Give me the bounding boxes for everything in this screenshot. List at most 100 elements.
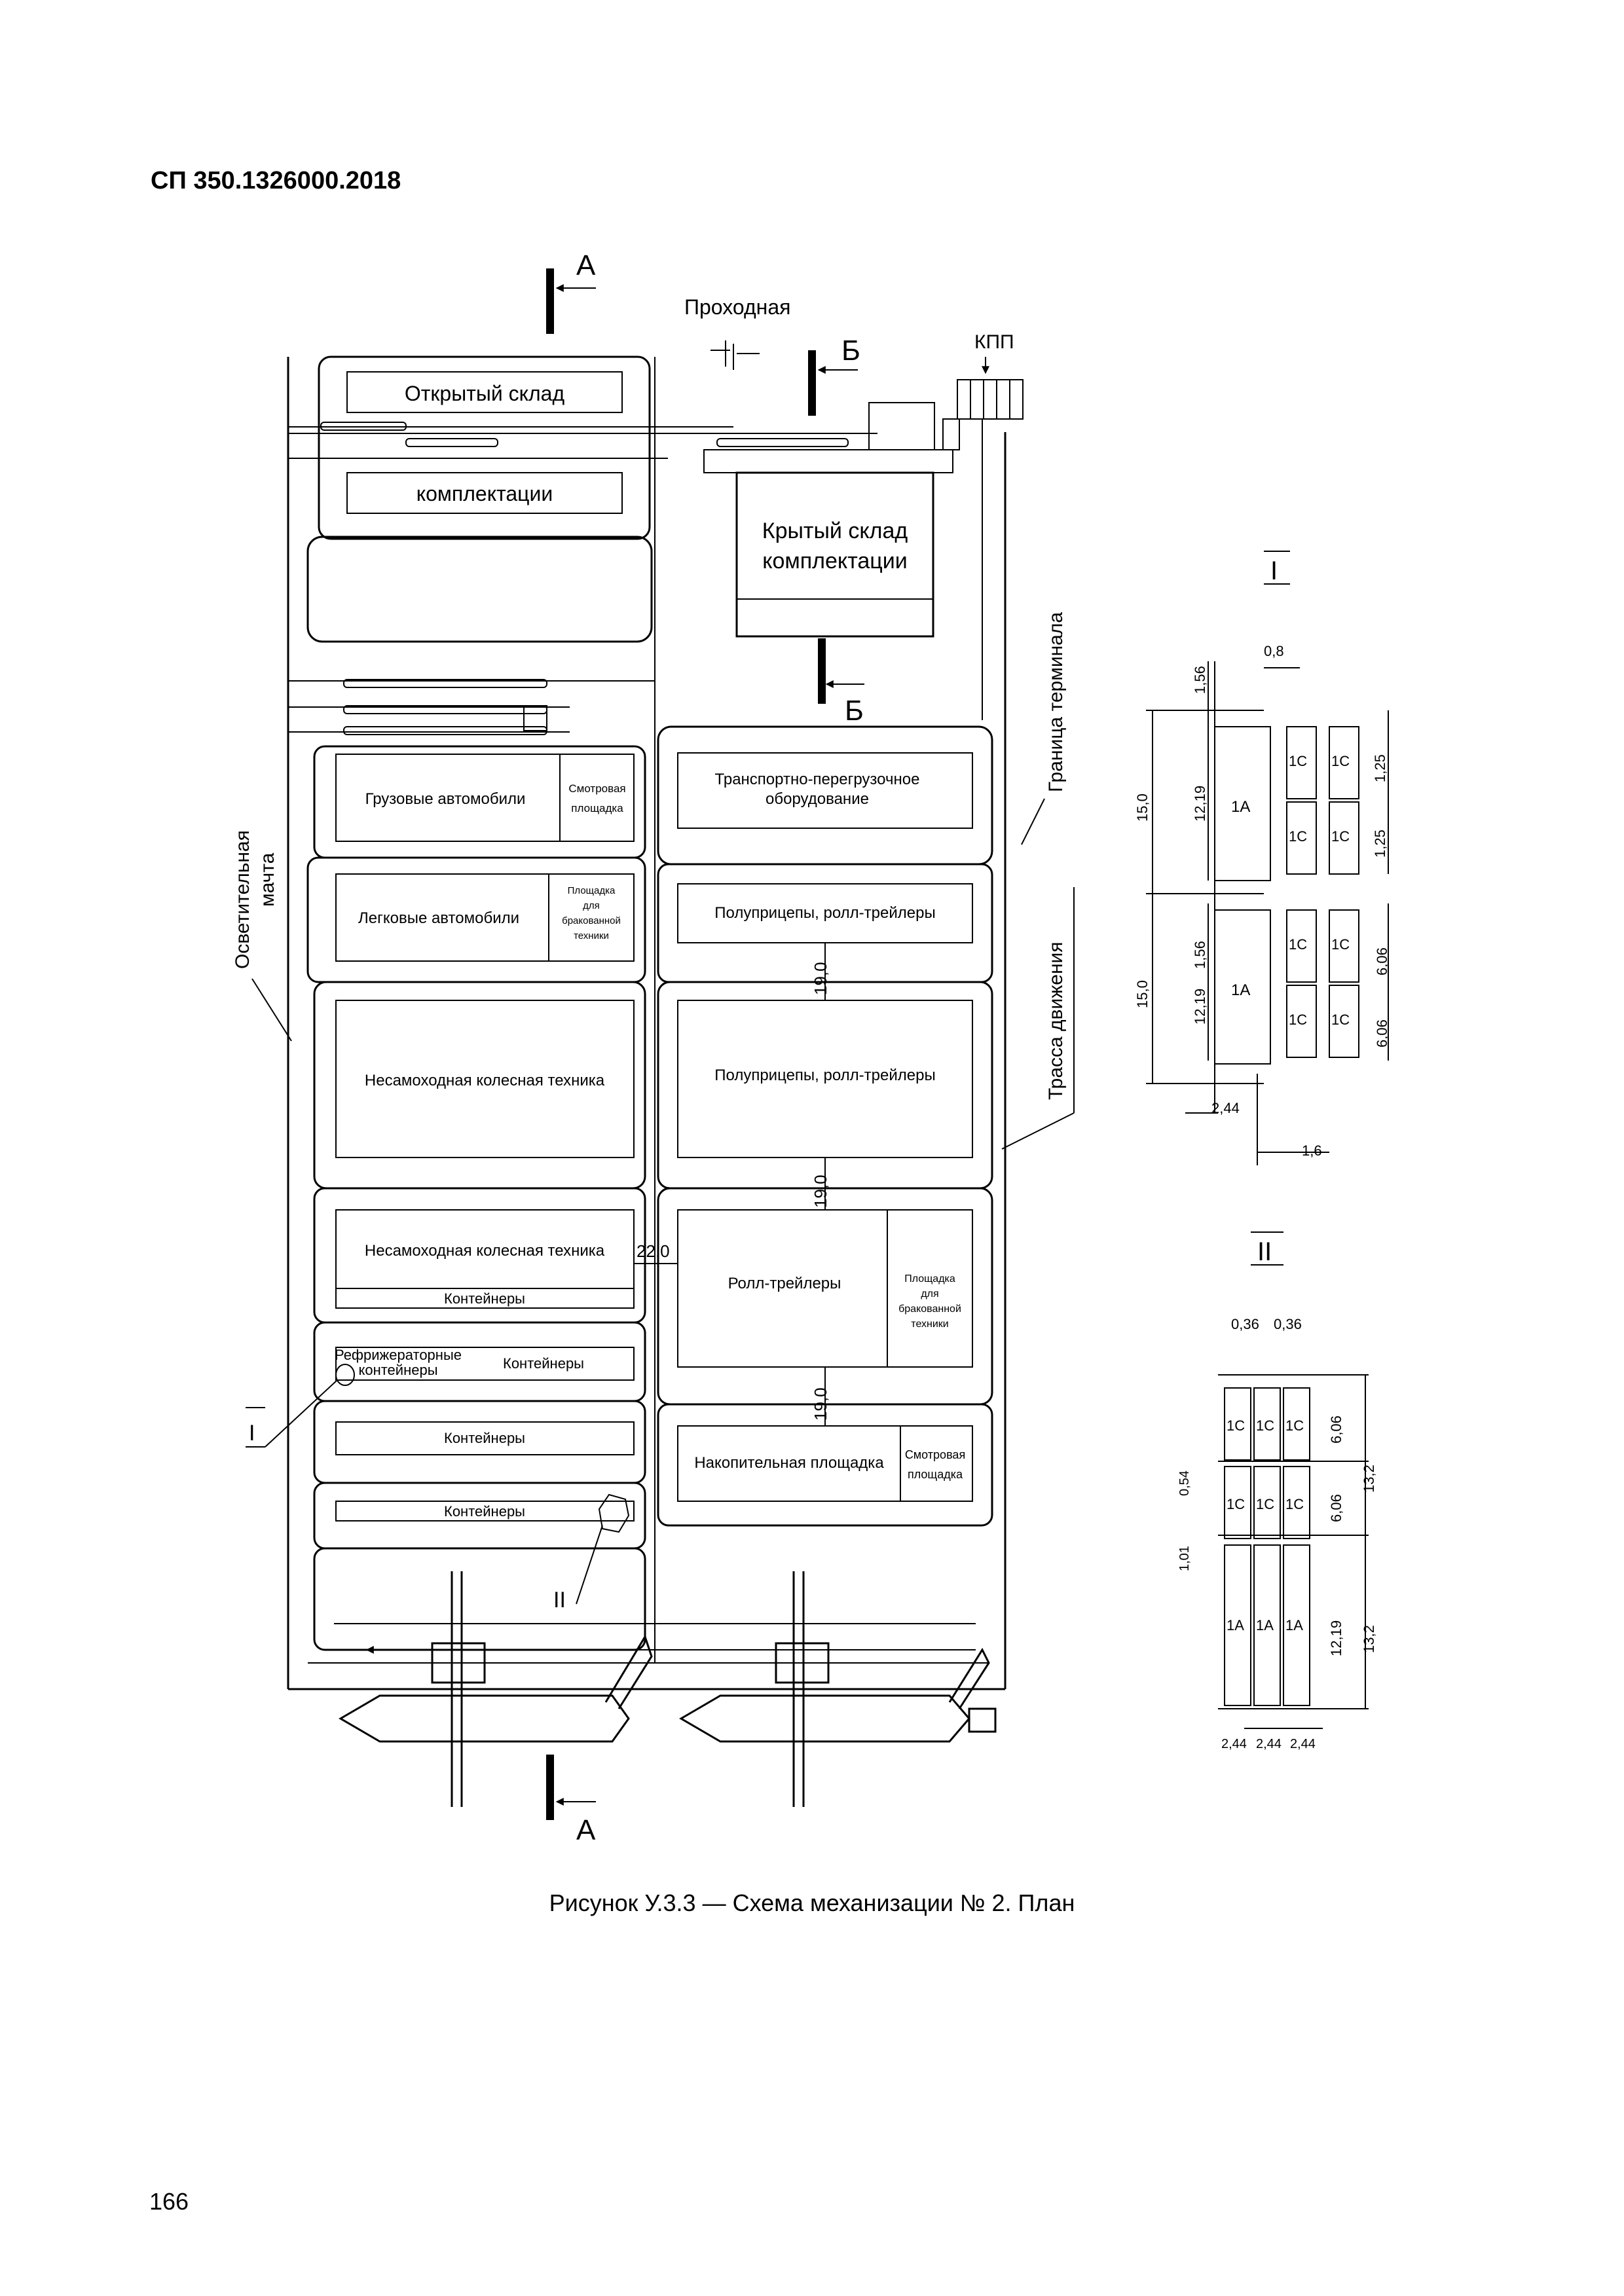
svg-text:Граница терминала: Граница терминала bbox=[1045, 612, 1067, 792]
covered-warehouse-block: Крытый склад комплектации bbox=[703, 402, 960, 638]
svg-text:Б: Б bbox=[845, 695, 864, 727]
svg-text:2,44: 2,44 bbox=[1256, 1737, 1282, 1751]
ship-right bbox=[679, 1571, 997, 1807]
detail-i: I 0,8 1,56 15,0 12,19 1,25 1,25 1,56 15,… bbox=[1134, 551, 1390, 1165]
svg-text:1,25: 1,25 bbox=[1372, 829, 1388, 858]
figure-caption: Рисунок У.3.3 — Схема механизации № 2. П… bbox=[549, 1889, 1075, 1916]
svg-text:2,44: 2,44 bbox=[1221, 1737, 1247, 1751]
svg-text:для: для bbox=[583, 900, 600, 911]
callout-ii-plan: II bbox=[553, 1525, 603, 1613]
svg-text:Контейнеры: Контейнеры bbox=[444, 1503, 525, 1520]
kpp-gate bbox=[957, 357, 1024, 420]
svg-text:1С: 1С bbox=[1331, 1011, 1350, 1028]
svg-text:15,0: 15,0 bbox=[1134, 793, 1151, 822]
svg-text:1С: 1С bbox=[1227, 1417, 1245, 1434]
svg-text:13,2: 13,2 bbox=[1361, 1625, 1377, 1653]
svg-text:II: II bbox=[553, 1588, 566, 1613]
dimension-19-1: 19,0 bbox=[811, 943, 830, 1000]
svg-text:Контейнеры: Контейнеры bbox=[444, 1430, 525, 1446]
zone-cars: Легковые автомобили Площадка для бракова… bbox=[306, 856, 646, 983]
svg-text:1С: 1С bbox=[1289, 1011, 1307, 1028]
kpp-label: КПП bbox=[974, 331, 1014, 353]
svg-text:1С: 1С bbox=[1289, 828, 1307, 845]
svg-text:1А: 1А bbox=[1227, 1617, 1244, 1633]
svg-text:контейнеры: контейнеры bbox=[358, 1362, 437, 1378]
terminal-outline bbox=[287, 357, 1006, 1690]
empty-zone-upper bbox=[306, 536, 653, 643]
svg-text:1А: 1А bbox=[1231, 798, 1250, 816]
svg-text:13,2: 13,2 bbox=[1361, 1465, 1377, 1493]
svg-text:19,0: 19,0 bbox=[811, 1387, 830, 1421]
svg-text:6,06: 6,06 bbox=[1328, 1415, 1344, 1444]
svg-text:1С: 1С bbox=[1331, 936, 1350, 953]
svg-text:Ролл-трейлеры: Ролл-трейлеры bbox=[728, 1275, 841, 1292]
svg-text:1С: 1С bbox=[1331, 828, 1350, 845]
svg-text:Площадка: Площадка bbox=[904, 1273, 955, 1285]
svg-text:12,19: 12,19 bbox=[1328, 1620, 1344, 1656]
zone-containers-1: Контейнеры bbox=[313, 1400, 646, 1484]
svg-text:1А: 1А bbox=[1256, 1617, 1274, 1633]
svg-text:1А: 1А bbox=[1285, 1617, 1303, 1633]
svg-text:Накопительная площадка: Накопительная площадка bbox=[694, 1454, 884, 1472]
svg-text:2,44: 2,44 bbox=[1290, 1737, 1316, 1751]
svg-text:Б: Б bbox=[841, 335, 860, 367]
zone-nonself-wheeled-1: Несамоходная колесная техника bbox=[313, 981, 646, 1190]
zone-nonself-wheeled-containers: Несамоходная колесная техника Контейнеры bbox=[313, 1187, 646, 1324]
svg-text:Площадка: Площадка bbox=[568, 885, 616, 896]
svg-text:1С: 1С bbox=[1227, 1496, 1245, 1512]
ship-left bbox=[339, 1571, 653, 1807]
svg-text:площадка: площадка bbox=[908, 1468, 963, 1481]
svg-text:1,56: 1,56 bbox=[1192, 941, 1208, 969]
svg-text:Несамоходная колесная техника: Несамоходная колесная техника bbox=[365, 1242, 605, 1260]
svg-text:1С: 1С bbox=[1285, 1496, 1304, 1512]
svg-text:Полуприцепы, ролл-трейлеры: Полуприцепы, ролл-трейлеры bbox=[714, 904, 935, 922]
svg-text:12,19: 12,19 bbox=[1192, 989, 1208, 1025]
quay-area bbox=[308, 1623, 989, 1664]
detail-ii: II 0,36 0,36 0,54 1,01 6,06 6,06 13,2 12… bbox=[1177, 1231, 1377, 1751]
svg-text:Смотровая: Смотровая bbox=[568, 782, 625, 795]
internal-roads bbox=[288, 357, 983, 1663]
svg-text:6,06: 6,06 bbox=[1374, 947, 1390, 975]
svg-text:Рефрижераторные: Рефрижераторные bbox=[335, 1347, 462, 1363]
zone-trucks: Грузовые автомобили Смотровая площадка bbox=[313, 745, 646, 859]
svg-text:0,36: 0,36 bbox=[1231, 1316, 1259, 1332]
page-number: 166 bbox=[149, 2188, 189, 2215]
svg-text:0,8: 0,8 bbox=[1264, 643, 1284, 659]
svg-text:6,06: 6,06 bbox=[1374, 1019, 1390, 1048]
svg-text:Осветительная: Осветительная bbox=[232, 830, 253, 969]
svg-text:комплектации: комплектации bbox=[762, 549, 908, 574]
svg-text:бракованной: бракованной bbox=[562, 915, 621, 926]
svg-text:Трасса движения: Трасса движения bbox=[1045, 941, 1067, 1100]
checkpoint-label: Проходная bbox=[684, 295, 790, 319]
svg-text:I: I bbox=[249, 1421, 255, 1446]
zone-quay-left bbox=[313, 1547, 646, 1651]
svg-text:19,0: 19,0 bbox=[811, 962, 830, 995]
section-marker-b-bottom: Б bbox=[818, 638, 864, 727]
svg-text:для: для bbox=[921, 1288, 938, 1300]
svg-text:II: II bbox=[1257, 1237, 1272, 1266]
svg-text:1С: 1С bbox=[1289, 936, 1307, 953]
svg-text:площадка: площадка bbox=[571, 802, 623, 814]
svg-text:0,36: 0,36 bbox=[1274, 1316, 1302, 1332]
checkpoint-symbol bbox=[710, 340, 760, 370]
svg-text:22,0: 22,0 bbox=[637, 1241, 670, 1261]
dimension-22: 22,0 bbox=[634, 1241, 678, 1264]
svg-text:А: А bbox=[576, 249, 596, 282]
svg-text:2,44: 2,44 bbox=[1211, 1100, 1240, 1116]
svg-text:Легковые автомобили: Легковые автомобили bbox=[358, 909, 519, 927]
svg-text:1А: 1А bbox=[1231, 981, 1250, 999]
svg-text:6,06: 6,06 bbox=[1328, 1494, 1344, 1522]
section-marker-b-top: Б bbox=[808, 335, 860, 416]
svg-text:техники: техники bbox=[911, 1319, 948, 1330]
open-warehouse-block: Открытый склад комплектации bbox=[288, 355, 877, 540]
svg-text:Контейнеры: Контейнеры bbox=[444, 1290, 525, 1307]
dimension-19-3: 19,0 bbox=[811, 1367, 830, 1426]
svg-text:1,25: 1,25 bbox=[1372, 754, 1388, 782]
svg-text:1С: 1С bbox=[1256, 1496, 1274, 1512]
zone-semitrailers-2: Полуприцепы, ролл-трейлеры bbox=[657, 981, 993, 1190]
svg-text:бракованной: бракованной bbox=[898, 1303, 961, 1315]
svg-text:1С: 1С bbox=[1285, 1417, 1304, 1434]
svg-text:Смотровая: Смотровая bbox=[905, 1448, 965, 1461]
svg-text:комплектации: комплектации bbox=[416, 482, 553, 505]
svg-text:0,54: 0,54 bbox=[1177, 1470, 1192, 1496]
